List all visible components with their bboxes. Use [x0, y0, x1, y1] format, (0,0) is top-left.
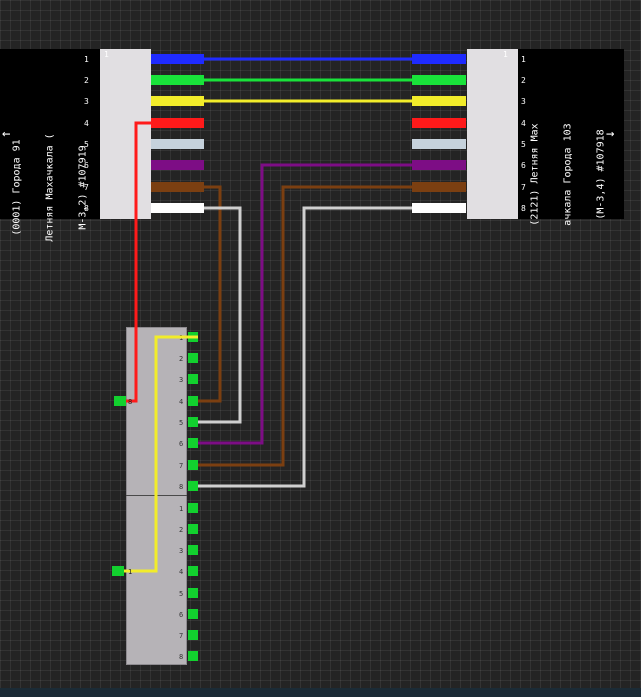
right-device-port-block — [467, 49, 518, 219]
panel-port-lower-1[interactable] — [188, 503, 198, 513]
right-port-number-8: 8 — [521, 204, 526, 213]
panel-number-lower-4: 4 — [179, 568, 183, 576]
wire-white-left[interactable] — [198, 206, 242, 424]
right-port-number-6: 6 — [521, 161, 526, 170]
left-port-6[interactable] — [151, 160, 204, 170]
left-port-number-1: 1 — [84, 55, 89, 64]
panel-port-upper-3[interactable] — [188, 374, 198, 384]
panel-port-lower-7[interactable] — [188, 630, 198, 640]
right-port-3[interactable] — [412, 96, 466, 106]
panel-number-upper-2: 2 — [179, 355, 183, 363]
panel-port-lower-8[interactable] — [188, 651, 198, 661]
left-port-number-3: 3 — [84, 97, 89, 106]
panel-number-lower-7: 7 — [179, 632, 183, 640]
panel-number-lower-5: 5 — [179, 590, 183, 598]
left-port-number-2: 2 — [84, 76, 89, 85]
left-port-5[interactable] — [151, 139, 204, 149]
wire-yellow-loop[interactable] — [120, 335, 198, 573]
panel-port-upper-7[interactable] — [188, 460, 198, 470]
left-port-7[interactable] — [151, 182, 204, 192]
left-port-number-6: 6 — [84, 161, 89, 170]
right-port-number-7: 7 — [521, 183, 526, 192]
wire-purple[interactable] — [198, 163, 412, 445]
panel-port-lower-6[interactable] — [188, 609, 198, 619]
left-port-2[interactable] — [151, 75, 204, 85]
right-port-8[interactable] — [412, 203, 466, 213]
wire-brown-right[interactable] — [198, 185, 412, 467]
right-port-number-5: 5 — [521, 140, 526, 149]
left-device-tag: 1 — [104, 50, 109, 59]
right-port-number-1: 1 — [521, 55, 526, 64]
panel-number-lower-8: 8 — [179, 653, 183, 661]
panel-side-tag-lower: 1 — [128, 568, 132, 576]
left-device[interactable] — [0, 49, 100, 219]
left-port-number-5: 5 — [84, 140, 89, 149]
panel-port-lower-2[interactable] — [188, 524, 198, 534]
wire-brown-left[interactable] — [198, 185, 222, 403]
left-device-port-block — [100, 49, 151, 219]
right-port-6[interactable] — [412, 160, 466, 170]
panel-number-lower-1: 1 — [179, 505, 183, 513]
right-arrow-icon: → — [606, 126, 614, 142]
panel-number-upper-7: 7 — [179, 462, 183, 470]
panel-port-upper-5[interactable] — [188, 417, 198, 427]
left-port-number-8: 8 — [84, 204, 89, 213]
right-device[interactable] — [518, 49, 624, 219]
right-port-number-3: 3 — [521, 97, 526, 106]
right-port-7[interactable] — [412, 182, 466, 192]
right-port-2[interactable] — [412, 75, 466, 85]
panel-number-lower-3: 3 — [179, 547, 183, 555]
left-port-8[interactable] — [151, 203, 204, 213]
wire-white-right[interactable] — [198, 206, 412, 488]
right-port-4[interactable] — [412, 118, 466, 128]
panel-side-port-upper[interactable] — [114, 396, 126, 406]
left-port-number-4: 4 — [84, 119, 89, 128]
left-port-1[interactable] — [151, 54, 204, 64]
panel-side-port-lower[interactable] — [112, 566, 124, 576]
panel-side-tag-upper: 8 — [128, 398, 132, 406]
right-port-number-2: 2 — [521, 76, 526, 85]
panel-number-lower-6: 6 — [179, 611, 183, 619]
panel-number-upper-8: 8 — [179, 483, 183, 491]
wire-red[interactable] — [126, 121, 204, 403]
panel-number-upper-4: 4 — [179, 398, 183, 406]
panel-number-upper-3: 3 — [179, 376, 183, 384]
right-port-number-4: 4 — [521, 119, 526, 128]
right-port-5[interactable] — [412, 139, 466, 149]
right-port-1[interactable] — [412, 54, 466, 64]
panel-port-lower-4[interactable] — [188, 566, 198, 576]
panel-port-upper-2[interactable] — [188, 353, 198, 363]
panel-port-lower-5[interactable] — [188, 588, 198, 598]
panel-number-upper-6: 6 — [179, 440, 183, 448]
panel-port-upper-6[interactable] — [188, 438, 198, 448]
taskbar — [0, 688, 641, 697]
right-device-tag: 1 — [503, 50, 508, 59]
panel-port-upper-4[interactable] — [188, 396, 198, 406]
panel-port-lower-3[interactable] — [188, 545, 198, 555]
left-arrow-icon: ← — [2, 126, 10, 142]
left-port-3[interactable] — [151, 96, 204, 106]
panel-port-upper-8[interactable] — [188, 481, 198, 491]
left-port-number-7: 7 — [84, 183, 89, 192]
panel-number-upper-5: 5 — [179, 419, 183, 427]
panel-number-lower-2: 2 — [179, 526, 183, 534]
